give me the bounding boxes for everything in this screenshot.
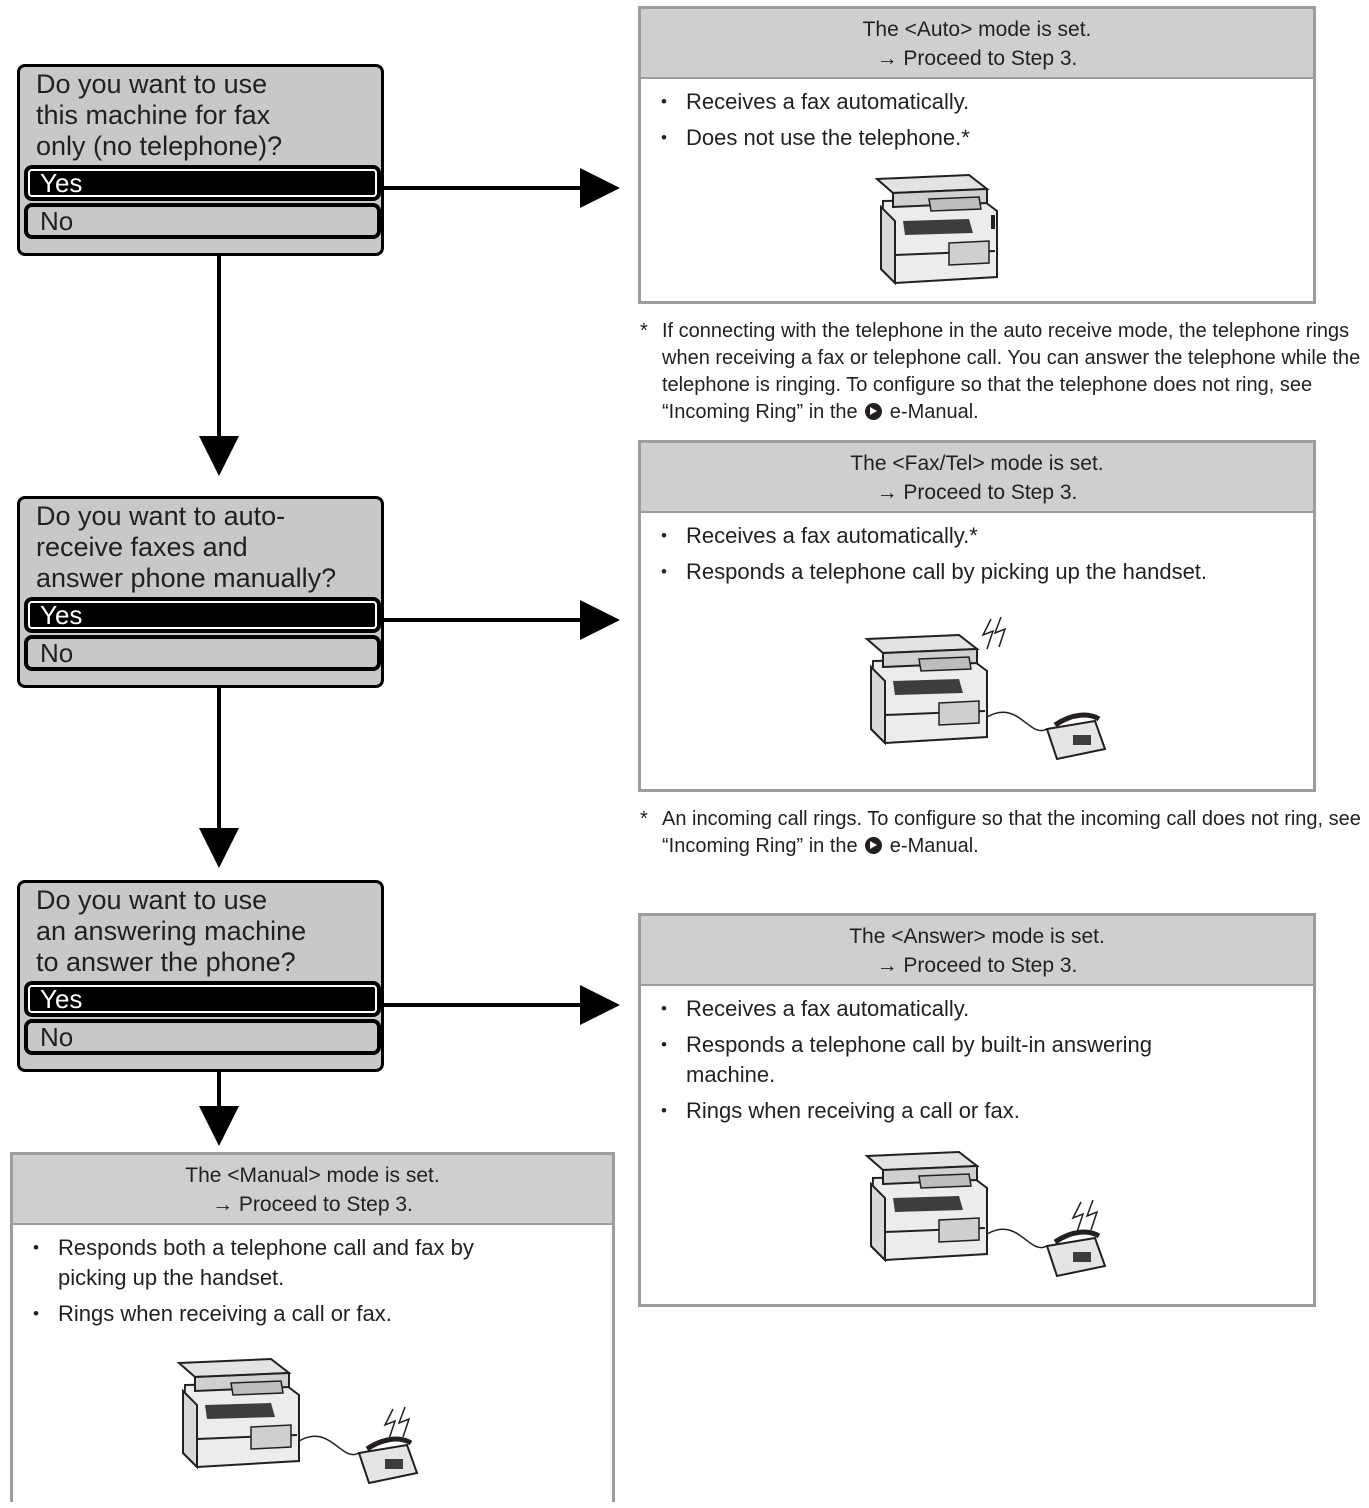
printer-with-ringing-phone-icon xyxy=(859,609,1119,784)
printer-with-ringing-phone-icon xyxy=(171,1333,431,1508)
bullet-list: Receives a fax automatically. Does not u… xyxy=(641,79,1313,153)
bullet-item: Responds a telephone call by built-in an… xyxy=(641,1030,1206,1090)
bullet-item: Responds a telephone call by picking up … xyxy=(641,557,1313,587)
footnote-asterisk: * xyxy=(640,320,648,342)
footnote-faxtel: * An incoming call rings. To configure s… xyxy=(640,806,1365,860)
bullet-list: Receives a fax automatically.* Responds … xyxy=(641,513,1313,587)
bullet-item: Rings when receiving a call or fax. xyxy=(641,1096,1313,1126)
printer-icon xyxy=(869,159,1029,304)
result-header: The <Auto> mode is set. → Proceed to Ste… xyxy=(641,9,1313,79)
footnote-text-end: e-Manual. xyxy=(889,835,979,857)
question-text: Do you want to use this machine for fax … xyxy=(36,69,283,161)
bullet-list: Receives a fax automatically. Responds a… xyxy=(641,986,1313,1126)
result-title: The <Answer> mode is set. xyxy=(849,925,1105,948)
printer-with-ringing-phone-icon xyxy=(859,1126,1119,1301)
footnote-text: If connecting with the telephone in the … xyxy=(662,320,1361,423)
result-box-answer: The <Answer> mode is set. → Proceed to S… xyxy=(638,913,1316,1307)
result-header: The <Fax/Tel> mode is set. → Proceed to … xyxy=(641,443,1313,513)
bullet-item: Receives a fax automatically. xyxy=(641,994,1313,1024)
result-header: The <Answer> mode is set. → Proceed to S… xyxy=(641,916,1313,986)
footnote-asterisk: * xyxy=(640,808,648,830)
no-option[interactable]: No xyxy=(24,203,381,239)
result-title: The <Auto> mode is set. xyxy=(862,18,1092,41)
question-panel-answering-machine: Do you want to use an answering machine … xyxy=(17,880,384,1072)
e-manual-link-icon xyxy=(865,837,883,854)
result-box-faxtel: The <Fax/Tel> mode is set. → Proceed to … xyxy=(638,440,1316,792)
proceed-text: → Proceed to Step 3. xyxy=(876,954,1078,977)
proceed-text: → Proceed to Step 3. xyxy=(876,47,1078,70)
bullet-item: Rings when receiving a call or fax. xyxy=(13,1299,612,1329)
bullet-item: Responds both a telephone call and fax b… xyxy=(13,1233,528,1293)
question-panel-fax-only: Do you want to use this machine for fax … xyxy=(17,64,384,256)
question-text: Do you want to auto- receive faxes and a… xyxy=(36,501,337,593)
bullet-item: Receives a fax automatically. xyxy=(641,87,1313,117)
footnote-text: An incoming call rings. To configure so … xyxy=(662,808,1361,857)
proceed-text: → Proceed to Step 3. xyxy=(876,481,1078,504)
result-title: The <Manual> mode is set. xyxy=(185,1164,440,1187)
bullet-list: Responds both a telephone call and fax b… xyxy=(13,1225,612,1329)
yes-option[interactable]: Yes xyxy=(24,981,381,1017)
footnote-auto: * If connecting with the telephone in th… xyxy=(640,318,1365,426)
result-box-auto: The <Auto> mode is set. → Proceed to Ste… xyxy=(638,6,1316,304)
footnote-text-end: e-Manual. xyxy=(889,401,979,423)
yes-option[interactable]: Yes xyxy=(24,597,381,633)
bullet-item: Receives a fax automatically.* xyxy=(641,521,1313,551)
proceed-text: → Proceed to Step 3. xyxy=(212,1193,413,1216)
question-text: Do you want to use an answering machine … xyxy=(36,885,307,977)
no-option[interactable]: No xyxy=(24,635,381,671)
result-header: The <Manual> mode is set. → Proceed to S… xyxy=(13,1155,612,1225)
result-title: The <Fax/Tel> mode is set. xyxy=(850,452,1104,475)
yes-option[interactable]: Yes xyxy=(24,165,381,201)
e-manual-link-icon xyxy=(865,403,883,420)
bullet-item: Does not use the telephone.* xyxy=(641,123,1313,153)
question-panel-auto-receive: Do you want to auto- receive faxes and a… xyxy=(17,496,384,688)
result-box-manual: The <Manual> mode is set. → Proceed to S… xyxy=(10,1152,615,1502)
no-option[interactable]: No xyxy=(24,1019,381,1055)
